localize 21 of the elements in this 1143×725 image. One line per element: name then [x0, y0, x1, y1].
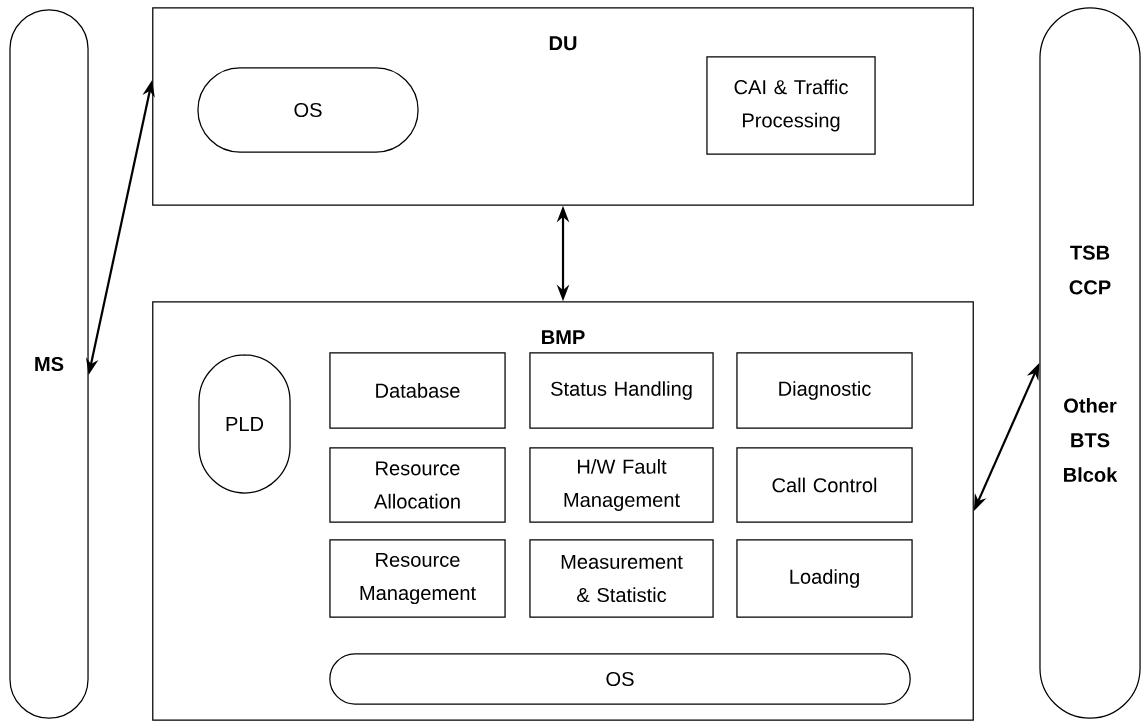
process-box: Resource Allocation — [329, 447, 506, 523]
rounded-box: OS — [197, 67, 419, 153]
process-box: Status Handling — [529, 352, 714, 429]
box-title: BMP — [542, 330, 585, 345]
process-box: CAI & Traffic Processing — [706, 56, 876, 155]
process-box: Resource Management — [329, 539, 506, 618]
process-box: Call Control — [736, 447, 913, 523]
side-label: TSB CCP — [1069, 245, 1111, 295]
rounded-box — [1039, 7, 1141, 719]
process-box: Database — [329, 352, 506, 429]
process-box: Loading — [736, 539, 913, 618]
rounded-box: OS — [329, 653, 911, 705]
box-title: DU — [549, 36, 577, 51]
process-box: Diagnostic — [736, 352, 913, 429]
process-box: H/W Fault Management — [529, 447, 714, 523]
side-label: Other BTS Blcok — [1064, 398, 1118, 482]
process-box — [152, 7, 974, 206]
rounded-box: PLD — [198, 354, 291, 494]
process-box — [152, 301, 974, 721]
rounded-box: MS — [9, 9, 89, 719]
process-box: Measurement & Statistic — [529, 539, 714, 618]
